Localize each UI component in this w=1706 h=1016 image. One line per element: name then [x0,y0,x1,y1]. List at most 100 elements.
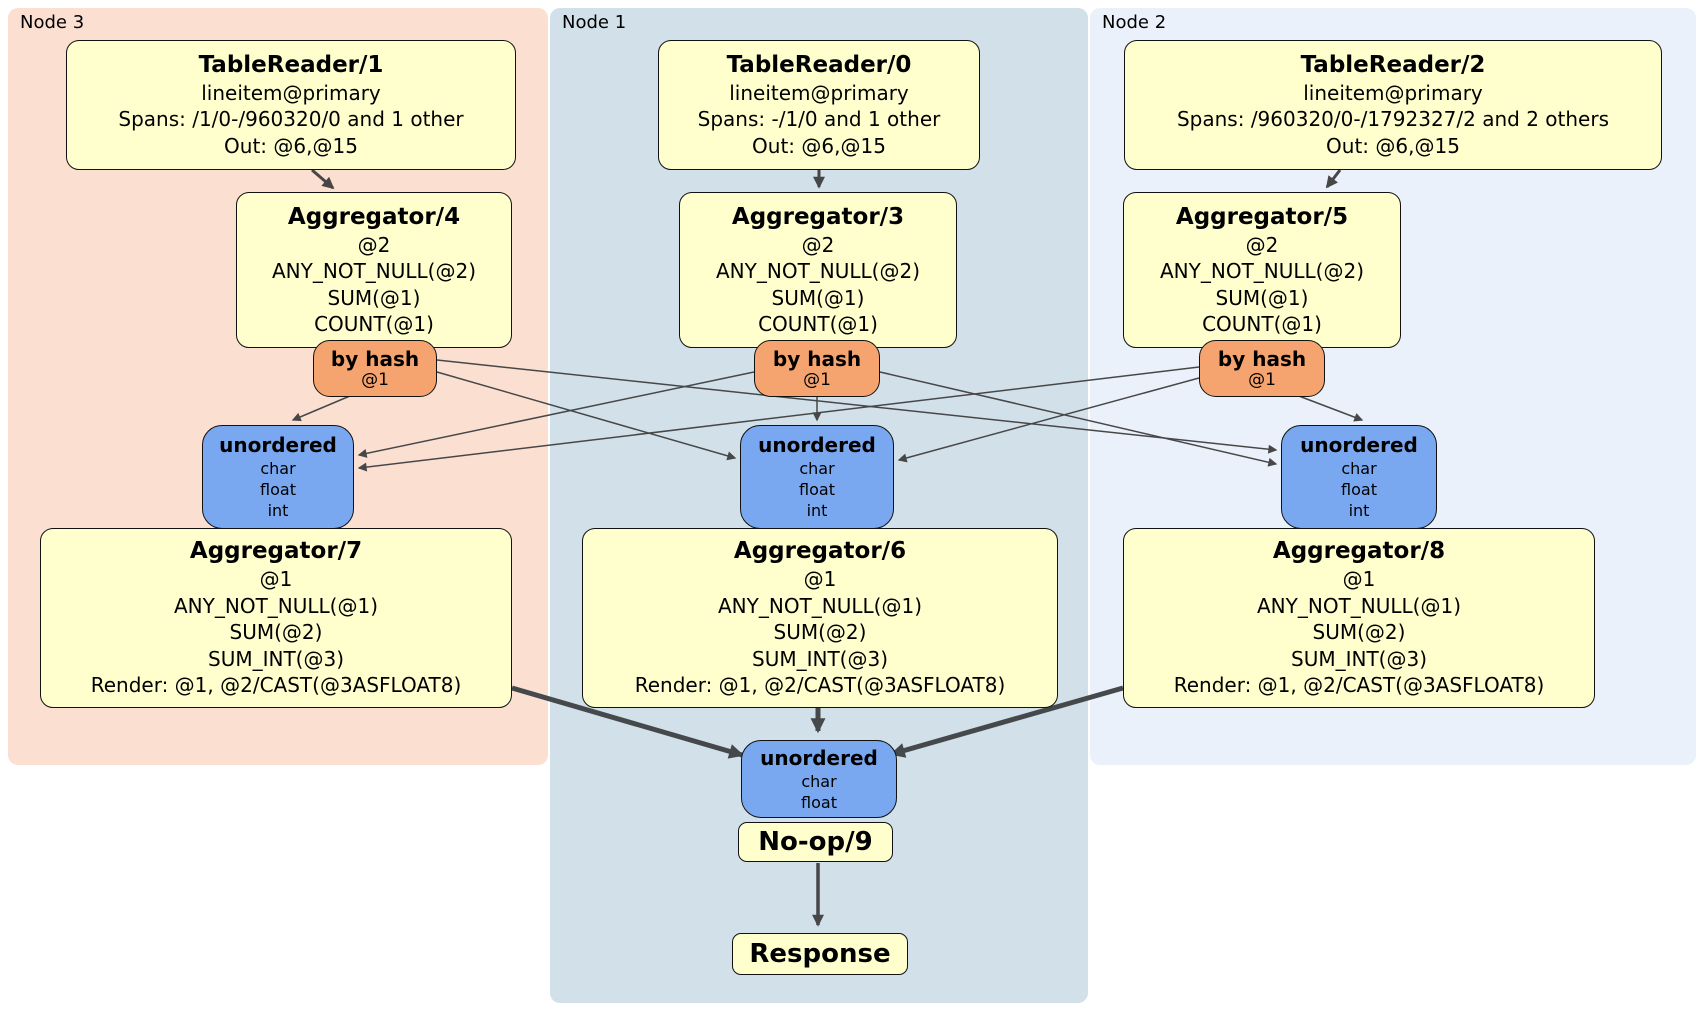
table-reader-box: TableReader/1 lineitem@primary Spans: /1… [66,40,516,170]
lower-aggregator-box: Aggregator/7 @1 ANY_NOT_NULL(@1) SUM(@2)… [40,528,512,708]
aggregator-fn: SUM(@2) [773,620,867,645]
sync-title: unordered [219,433,337,457]
table-reader-spans: Spans: /960320/0-/1792327/2 and 2 others [1176,107,1609,132]
node1-label: Node 1 [562,12,627,33]
noop-title: No-op/9 [758,827,873,857]
table-reader-spans: Spans: /1/0-/960320/0 and 1 other [118,107,464,132]
sync-title: unordered [758,433,876,457]
aggregator-group: @2 [357,232,391,257]
table-reader-out: Out: @6,@15 [752,133,886,158]
aggregator-title: Aggregator/7 [189,538,363,565]
aggregator-fn: ANY_NOT_NULL(@1) [1257,593,1461,618]
table-reader-box: TableReader/0 lineitem@primary Spans: -/… [658,40,980,170]
table-reader-index: lineitem@primary [201,80,381,105]
aggregator-fn: SUM_INT(@3) [208,646,344,671]
aggregator-fn: SUM(@2) [229,620,323,645]
edge-agg7-finalsync [511,685,745,759]
noop-box: No-op/9 [738,822,893,862]
aggregator-fn: SUM_INT(@3) [1291,646,1427,671]
unordered-sync: unordered char float int [740,425,894,529]
sync-type: char [799,459,835,478]
sync-type: float [1341,480,1377,499]
edge-router3-sync1 [436,371,737,461]
unordered-sync: unordered char float int [202,425,354,529]
aggregator-title: Aggregator/8 [1272,538,1446,565]
edge-router3-sync2 [436,359,1278,454]
edge-tr1-agg4 [311,168,335,190]
aggregator-fn: SUM(@1) [771,285,865,310]
sync-type: int [267,501,289,520]
response-title: Response [749,939,891,969]
node3-label: Node 3 [20,12,85,33]
lower-aggregator-box: Aggregator/8 @1 ANY_NOT_NULL(@1) SUM(@2)… [1123,528,1595,708]
tablereader-edges [311,168,1342,190]
aggregator-fn: SUM(@1) [1215,285,1309,310]
aggregator-group: @1 [259,567,293,592]
final-unordered-sync: unordered char float [741,740,897,818]
aggregator-fn: COUNT(@1) [1202,312,1322,336]
aggregator-fn: COUNT(@1) [758,312,878,336]
aggregator-title: Aggregator/4 [287,203,461,230]
aggregator-group: @1 [1342,567,1376,592]
aggregator-fn: SUM_INT(@3) [752,646,888,671]
hash-router: by hash @1 [1199,340,1325,397]
aggregator-group: @2 [801,232,835,257]
router-title: by hash [772,347,862,371]
sync-type: char [260,459,296,478]
sync-type: float [799,480,835,499]
aggregator-fn: SUM(@1) [327,285,421,310]
sync-title: unordered [760,745,878,770]
table-reader-spans: Spans: -/1/0 and 1 other [697,107,941,132]
aggregator-render: Render: @1, @2/CAST(@3ASFLOAT8) [634,673,1006,698]
unordered-sync: unordered char float int [1281,425,1437,529]
edge-agg8-finalsync [889,685,1124,758]
table-reader-out: Out: @6,@15 [1326,133,1460,158]
response-box: Response [732,933,908,975]
edge-router2-sync2 [1290,392,1364,422]
edge-tr2-agg5 [1325,169,1342,189]
node2-label: Node 2 [1102,12,1167,33]
final-merge-edges [511,685,1124,759]
edge-router2-sync1 [897,377,1200,463]
aggregator-title: Aggregator/3 [731,203,905,230]
sync-title: unordered [1300,433,1418,457]
router-title: by hash [1217,347,1307,371]
table-reader-title: TableReader/0 [726,51,912,78]
table-reader-index: lineitem@primary [729,80,909,105]
router-key: @1 [1248,370,1276,390]
aggregator-fn: SUM(@2) [1312,620,1406,645]
aggregator-group: @1 [803,567,837,592]
aggregator-fn: COUNT(@1) [314,312,434,336]
sync-type: char [1341,459,1377,478]
sync-type: float [260,480,296,499]
aggregator-fn: ANY_NOT_NULL(@2) [1160,259,1364,283]
table-reader-out: Out: @6,@15 [224,133,358,158]
aggregator-fn: ANY_NOT_NULL(@1) [718,593,922,618]
aggregator-fn: ANY_NOT_NULL(@1) [174,593,378,618]
table-reader-box: TableReader/2 lineitem@primary Spans: /9… [1124,40,1662,170]
table-reader-title: TableReader/1 [198,51,384,78]
table-reader-title: TableReader/2 [1300,51,1486,78]
hash-router: by hash @1 [754,340,880,397]
aggregator-title: Aggregator/5 [1175,203,1349,230]
aggregator-group: @2 [1245,232,1279,257]
sync-type: float [801,792,837,812]
edge-router1-sync3 [357,371,755,458]
router-key: @1 [361,370,389,390]
router-mesh-edges [291,359,1364,472]
edge-router2-sync3 [357,366,1200,472]
aggregator-render: Render: @1, @2/CAST(@3ASFLOAT8) [1173,673,1545,698]
aggregator-title: Aggregator/6 [733,538,907,565]
upper-aggregator-box: Aggregator/4 @2 ANY_NOT_NULL(@2) SUM(@1)… [236,192,512,348]
sync-type: char [801,771,837,791]
edge-router3-sync3 [291,392,358,422]
hash-router: by hash @1 [313,340,437,397]
aggregator-fn: ANY_NOT_NULL(@2) [716,259,920,283]
upper-aggregator-box: Aggregator/3 @2 ANY_NOT_NULL(@2) SUM(@1)… [679,192,957,348]
lower-aggregator-box: Aggregator/6 @1 ANY_NOT_NULL(@1) SUM(@2)… [582,528,1058,708]
aggregator-render: Render: @1, @2/CAST(@3ASFLOAT8) [90,673,462,698]
aggregator-fn: ANY_NOT_NULL(@2) [272,259,476,283]
table-reader-index: lineitem@primary [1303,80,1483,105]
